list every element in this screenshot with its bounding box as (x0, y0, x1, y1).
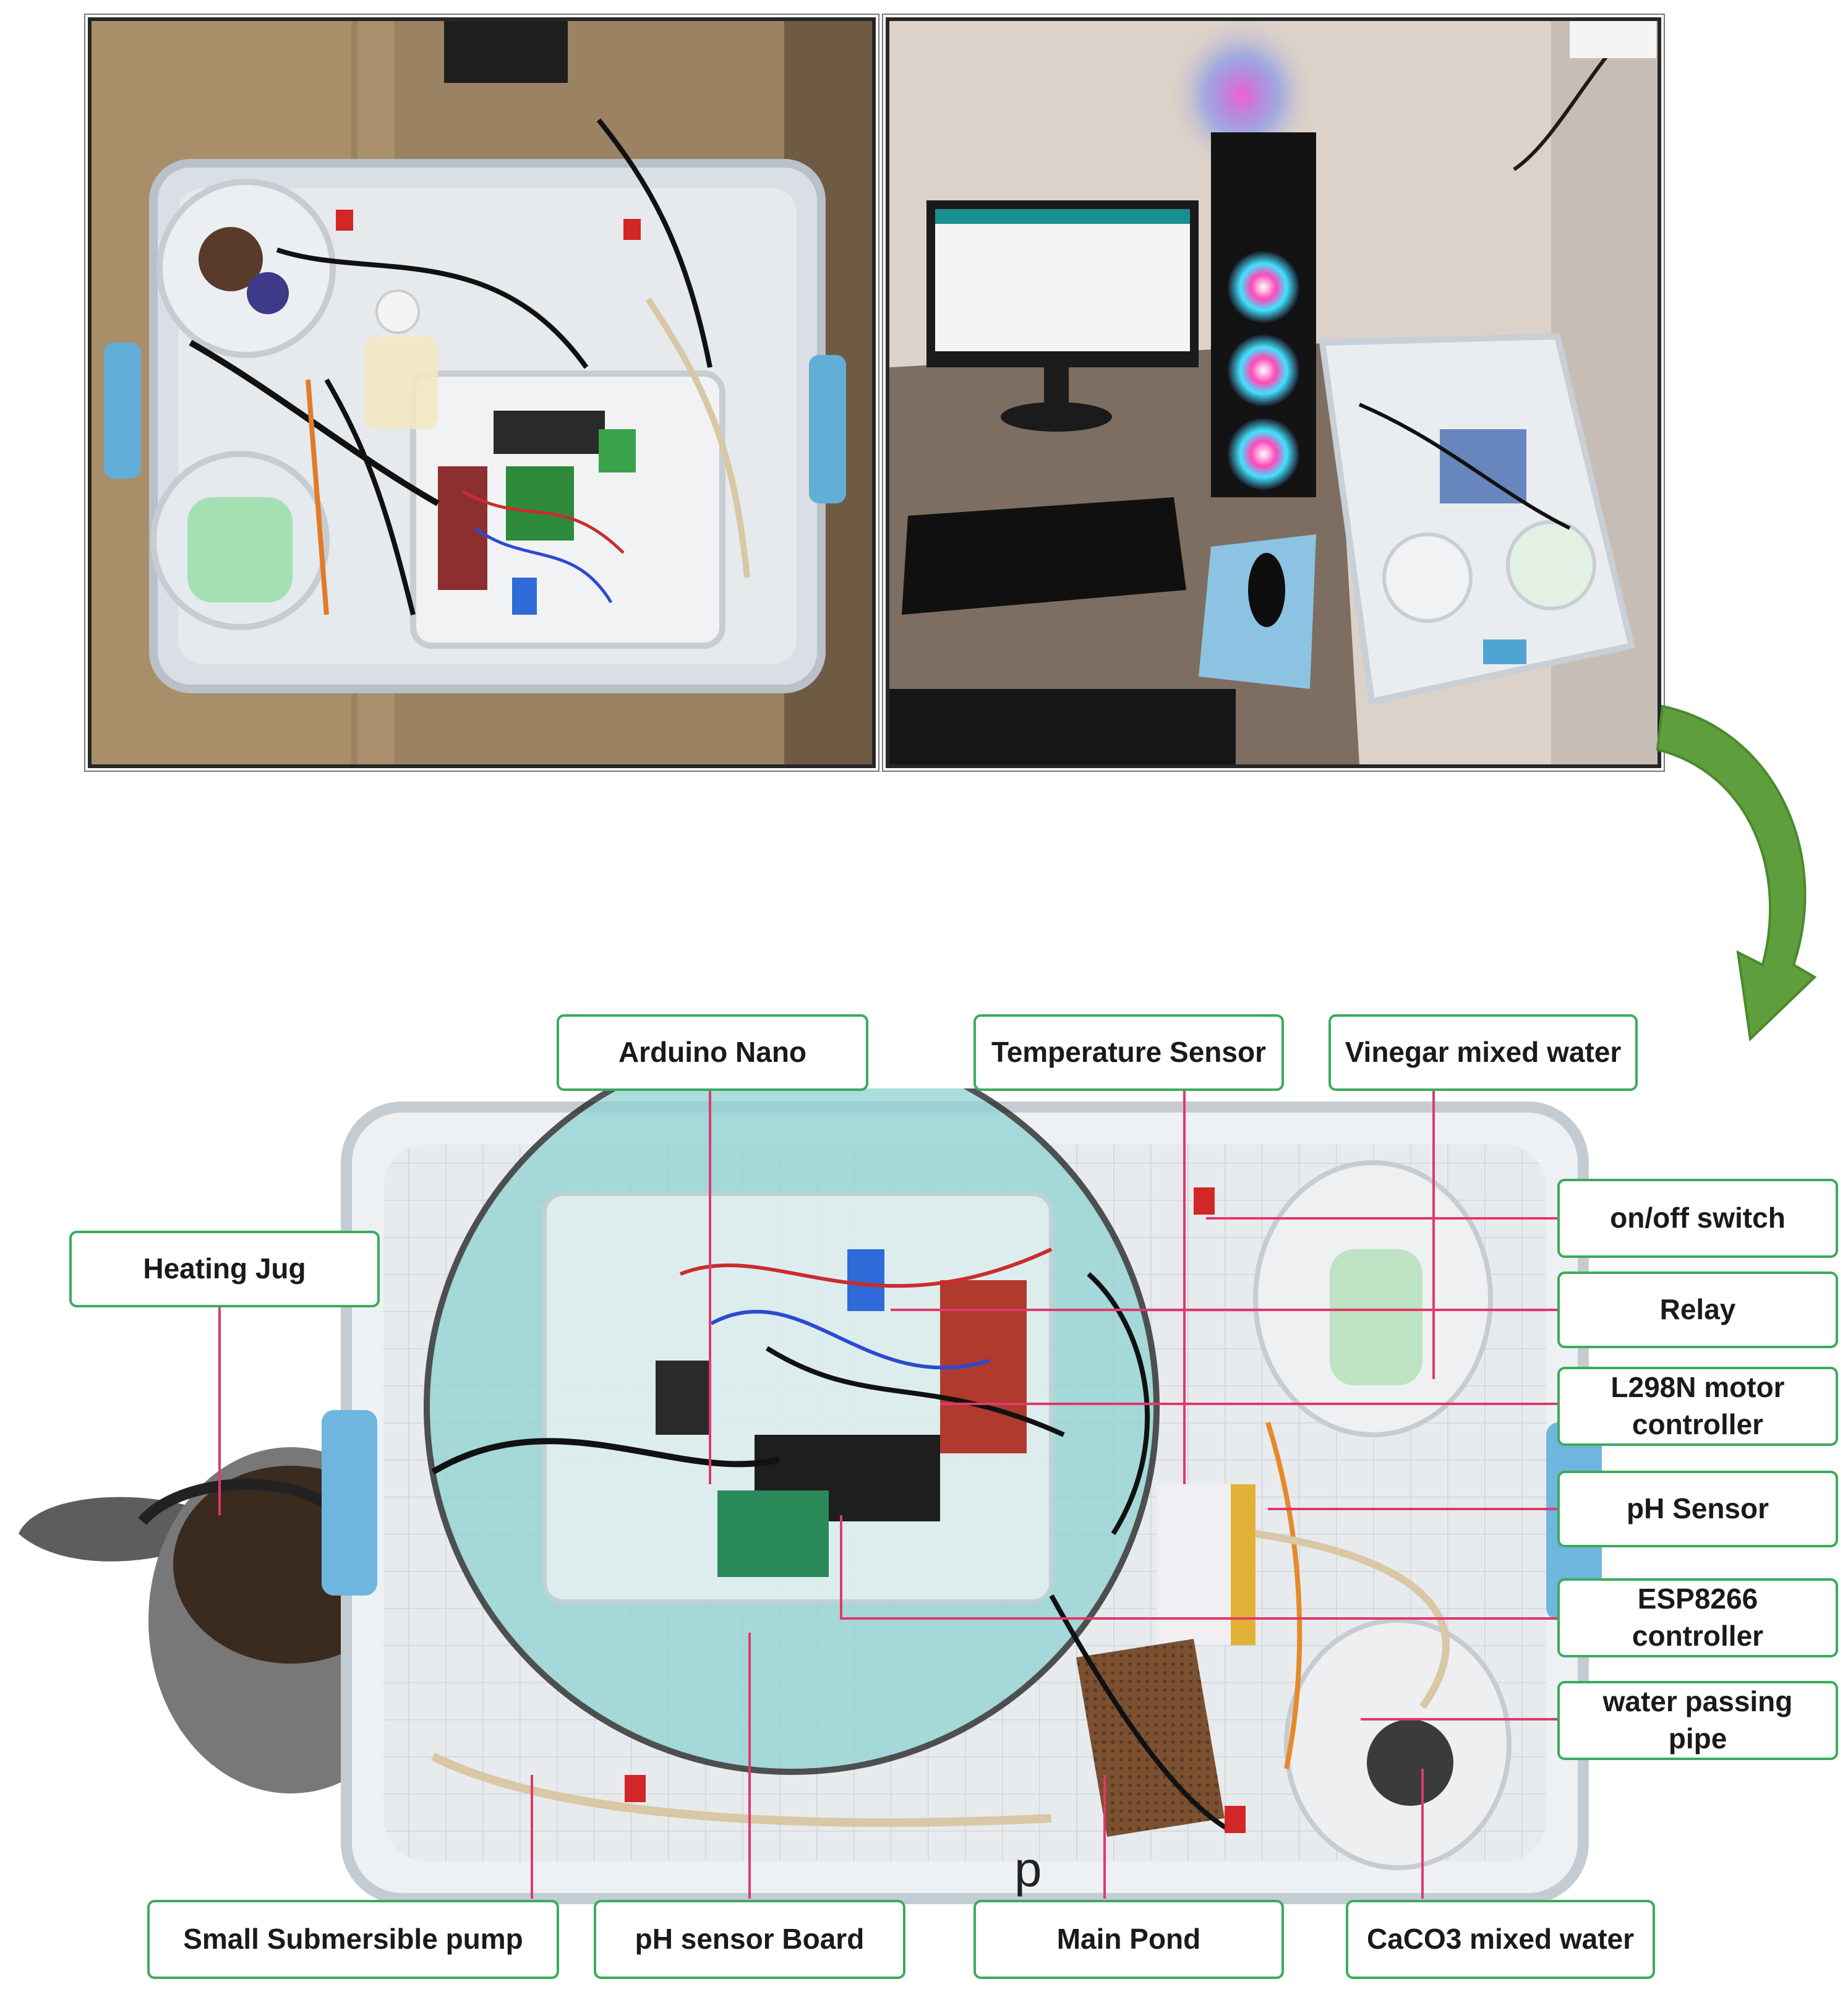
label-heating-jug: Heating Jug (69, 1231, 380, 1307)
label-ph-sensor: pH Sensor (1557, 1471, 1838, 1547)
label-esp8266-controller: ESP8266 controller (1557, 1578, 1838, 1657)
top-left-photo (84, 14, 879, 772)
label-caco3-mixed-water: CaCO3 mixed water (1346, 1900, 1655, 1979)
label-l298n-motor-controller: L298N motor controller (1557, 1367, 1838, 1446)
top-right-photo (882, 14, 1665, 772)
curved-arrow-icon (1656, 704, 1817, 1042)
label-temperature-sensor: Temperature Sensor (973, 1014, 1284, 1091)
label-on-off-switch: on/off switch (1557, 1179, 1838, 1258)
setup-top-view-photo (92, 21, 872, 764)
svg-text:p: p (1014, 1842, 1042, 1897)
label-vinegar-mixed-water: Vinegar mixed water (1328, 1014, 1638, 1091)
label-water-passing-pipe: water passing pipe (1557, 1681, 1838, 1760)
label-main-pond: Main Pond (973, 1900, 1284, 1979)
label-ph-sensor-board: pH sensor Board (594, 1900, 905, 1979)
setup-with-pc-photo (889, 21, 1658, 764)
label-relay: Relay (1557, 1272, 1838, 1348)
label-small-submersible-pump: Small Submersible pump (147, 1900, 559, 1979)
labeled-setup-photo: p (19, 1088, 1602, 1904)
label-arduino-nano: Arduino Nano (557, 1014, 868, 1091)
